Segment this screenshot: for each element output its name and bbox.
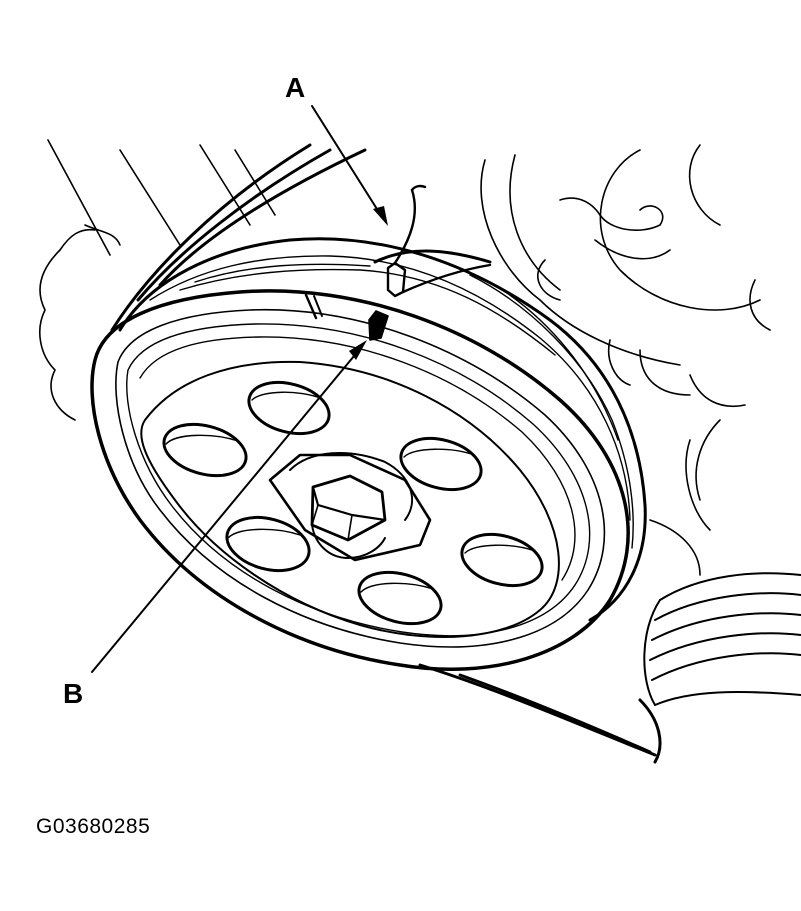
timing-mark [304,293,389,341]
bolt-hole [460,533,544,587]
pulley-bolt [310,474,387,542]
timing-pointer [386,184,492,298]
callout-label-b: B [63,678,84,709]
pulley-hub [268,453,432,562]
leader-line-b [91,349,360,673]
callout-label-a: A [285,72,306,103]
drive-belt-lower [418,663,662,764]
lower-right-pulley [643,572,801,706]
crankshaft-pulley [90,237,647,672]
engine-block-outline [39,139,276,421]
drive-belt [110,143,492,332]
bolt-hole [357,570,443,626]
figure-id: G03680285 [36,815,151,838]
bolt-hole [225,516,311,572]
background-component-upper-right [480,144,771,576]
arrowhead-a [373,206,388,226]
leader-line-a [311,105,383,218]
bolt-hole [162,422,248,478]
bolt-hole [247,381,331,435]
bolt-hole [399,437,483,491]
arrowhead-b [349,340,367,360]
leader-lines [91,105,383,673]
